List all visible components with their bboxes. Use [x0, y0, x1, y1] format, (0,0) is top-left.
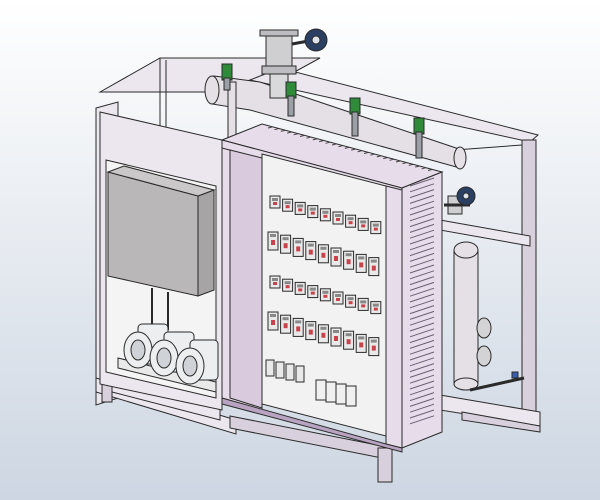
- handwheel-icon: [304, 28, 328, 52]
- relief-valve-1: [221, 63, 233, 91]
- contactor: [355, 333, 367, 353]
- contactor: [317, 324, 329, 344]
- contactor: [345, 294, 357, 308]
- relief-valve-3: [349, 97, 361, 137]
- relief-valve-4: [413, 117, 425, 159]
- contactor: [357, 297, 369, 311]
- main-stop-valve: [259, 28, 328, 99]
- handwheel-icon: [456, 186, 476, 206]
- contactor: [305, 241, 317, 261]
- contactor: [317, 244, 329, 264]
- side-vent: [409, 177, 435, 425]
- contactor: [332, 291, 344, 305]
- relief-valves: [221, 63, 425, 159]
- contactor: [267, 311, 279, 331]
- contactor: [357, 217, 369, 231]
- relief-valve-2: [285, 81, 297, 117]
- contactor: [280, 234, 292, 254]
- contactor: [330, 247, 342, 267]
- contactor: [330, 327, 342, 347]
- contactor: [343, 250, 355, 270]
- contactor: [345, 214, 357, 228]
- contactor: [267, 231, 279, 251]
- contactor: [292, 317, 304, 337]
- side-stop-valve: [444, 186, 476, 215]
- contactor: [319, 208, 331, 222]
- contactor: [368, 257, 380, 277]
- terminal-junction-box: [106, 165, 216, 297]
- contactor: [292, 237, 304, 257]
- contactor: [370, 301, 382, 315]
- contactor: [370, 221, 382, 235]
- contactor: [368, 337, 380, 357]
- contactor: [294, 201, 306, 215]
- left-enclosure: [99, 111, 223, 411]
- contactor: [269, 195, 281, 209]
- electrical-control-cabinet: [220, 123, 444, 453]
- contactor: [307, 205, 319, 219]
- contactor: [305, 321, 317, 341]
- top-vent: [267, 126, 433, 171]
- contactor: [343, 330, 355, 350]
- contactor: [269, 275, 281, 289]
- contactor: [355, 253, 367, 273]
- terminal-blocks: [265, 359, 357, 407]
- vertical-tank: [453, 241, 525, 392]
- pump-motor-3: [175, 339, 219, 385]
- contactor: [294, 281, 306, 295]
- pump-motor-1: [123, 323, 169, 369]
- contactor: [282, 198, 294, 212]
- contactor: [332, 211, 344, 225]
- contactor: [282, 278, 294, 292]
- contactor: [319, 288, 331, 302]
- contactor-bank: [267, 195, 382, 357]
- contactor: [280, 314, 292, 334]
- contactor: [307, 285, 319, 299]
